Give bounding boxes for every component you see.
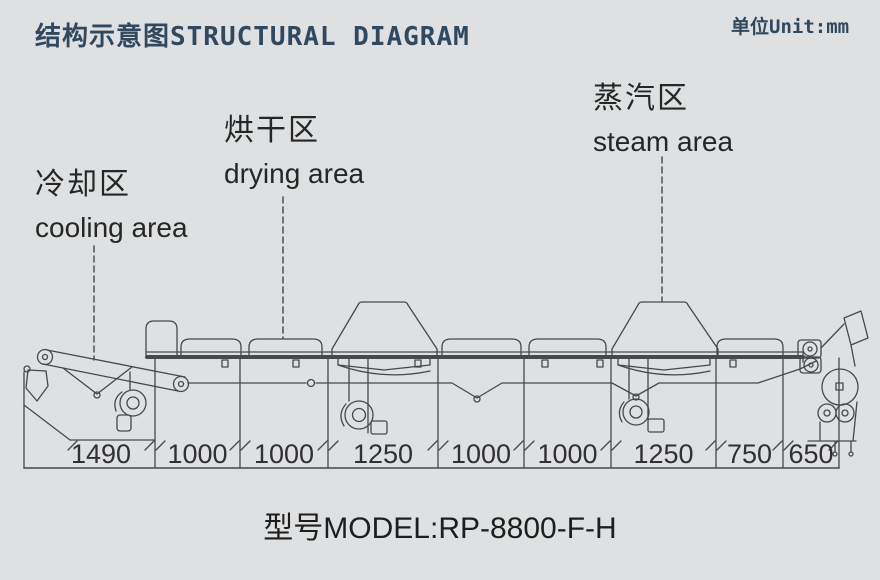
- cooling-area-label-zh: 冷却区: [35, 168, 131, 201]
- drying-area-label-en: drying area: [224, 157, 365, 189]
- inlet-hood: [145, 320, 178, 356]
- dimension-label: 650: [788, 439, 834, 469]
- dimension-label: 750: [726, 439, 773, 469]
- return-belt: [187, 359, 817, 403]
- drying-hood: [331, 301, 438, 435]
- steam-area-label-en: steam area: [593, 125, 734, 157]
- dimension-label: 1250: [633, 439, 694, 469]
- cooling-area-label-en: cooling area: [35, 211, 188, 243]
- dimension-label: 1250: [352, 439, 414, 469]
- model-number: 型号MODEL:RP-8800-F-H: [263, 512, 617, 545]
- machine-frame: [23, 351, 840, 469]
- cooling-area-label: 冷却区 cooling area: [35, 166, 188, 245]
- dimension-label: 1000: [167, 439, 228, 469]
- steam-hood: [611, 301, 719, 433]
- unit-note: 单位Unit:mm: [731, 16, 850, 38]
- cooling-conveyor: [23, 348, 190, 432]
- drying-area-label: 烘干区 drying area: [224, 112, 364, 191]
- page-title: 结构示意图STRUCTURAL DIAGRAM: [35, 22, 470, 52]
- drying-area-label-zh: 烘干区: [224, 114, 320, 147]
- dimension-label: 1000: [450, 439, 512, 469]
- discharge-unit: [797, 310, 869, 457]
- steam-area-label: 蒸汽区 steam area: [593, 80, 733, 159]
- section-covers: [180, 338, 784, 356]
- dimension-label: 1000: [253, 439, 315, 469]
- dimension-label: 1490: [70, 439, 132, 469]
- dimension-ticks: [67, 440, 839, 451]
- steam-area-label-zh: 蒸汽区: [593, 82, 689, 115]
- dimension-label: 1000: [537, 439, 598, 469]
